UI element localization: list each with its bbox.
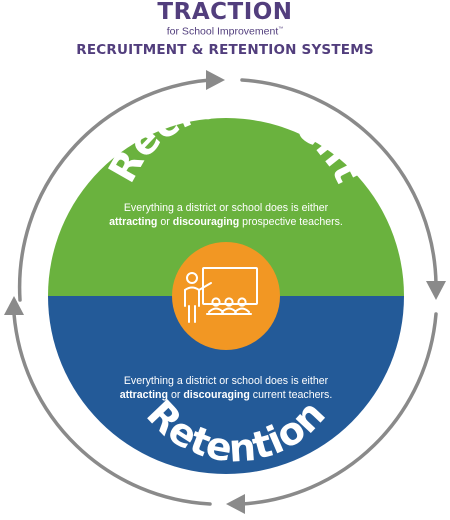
cycle-arrow-top-right: [240, 78, 438, 286]
cycle-arrows: [12, 78, 438, 506]
cycle-icon: [426, 281, 446, 300]
brand-subtitle-text: for School Improvement: [166, 25, 279, 38]
cycle-arrowheads: [4, 70, 446, 514]
retention-desc-line1: Everything a district or school does is …: [124, 375, 329, 387]
cycle-icon: [226, 494, 245, 514]
retention-desc-line2: attracting or discouraging current teach…: [120, 389, 333, 401]
recruitment-bold-attracting: attracting: [109, 216, 157, 228]
recruitment-desc-line2: attracting or discouraging prospective t…: [109, 216, 343, 228]
brand-subtitle: for School Improvement™: [0, 23, 450, 38]
retention-desc-end: current teachers.: [250, 389, 332, 401]
recruitment-desc-end: prospective teachers.: [239, 216, 343, 228]
cycle-arrow-bottom-left: [12, 312, 212, 506]
trademark-mark: ™: [278, 26, 284, 32]
cycle-icon: [206, 70, 225, 90]
cycle-arrow-top-left: [17, 78, 212, 302]
retention-bold-discouraging: discouraging: [183, 389, 250, 401]
recruitment-desc-line1: Everything a district or school does is …: [124, 202, 329, 214]
system-title: RECRUITMENT & RETENTION SYSTEMS: [76, 42, 374, 58]
recruitment-bold-discouraging: discouraging: [173, 216, 240, 228]
center-circle: [172, 242, 280, 350]
recruitment-or: or: [157, 216, 172, 228]
cycle-icon: [4, 296, 24, 315]
retention-or: or: [168, 389, 183, 401]
teacher-presenting-icon: [184, 267, 258, 323]
retention-bold-attracting: attracting: [120, 389, 168, 401]
cycle-arrow-bottom-right: [240, 312, 438, 506]
brand-logo: TRACTION: [157, 0, 293, 25]
